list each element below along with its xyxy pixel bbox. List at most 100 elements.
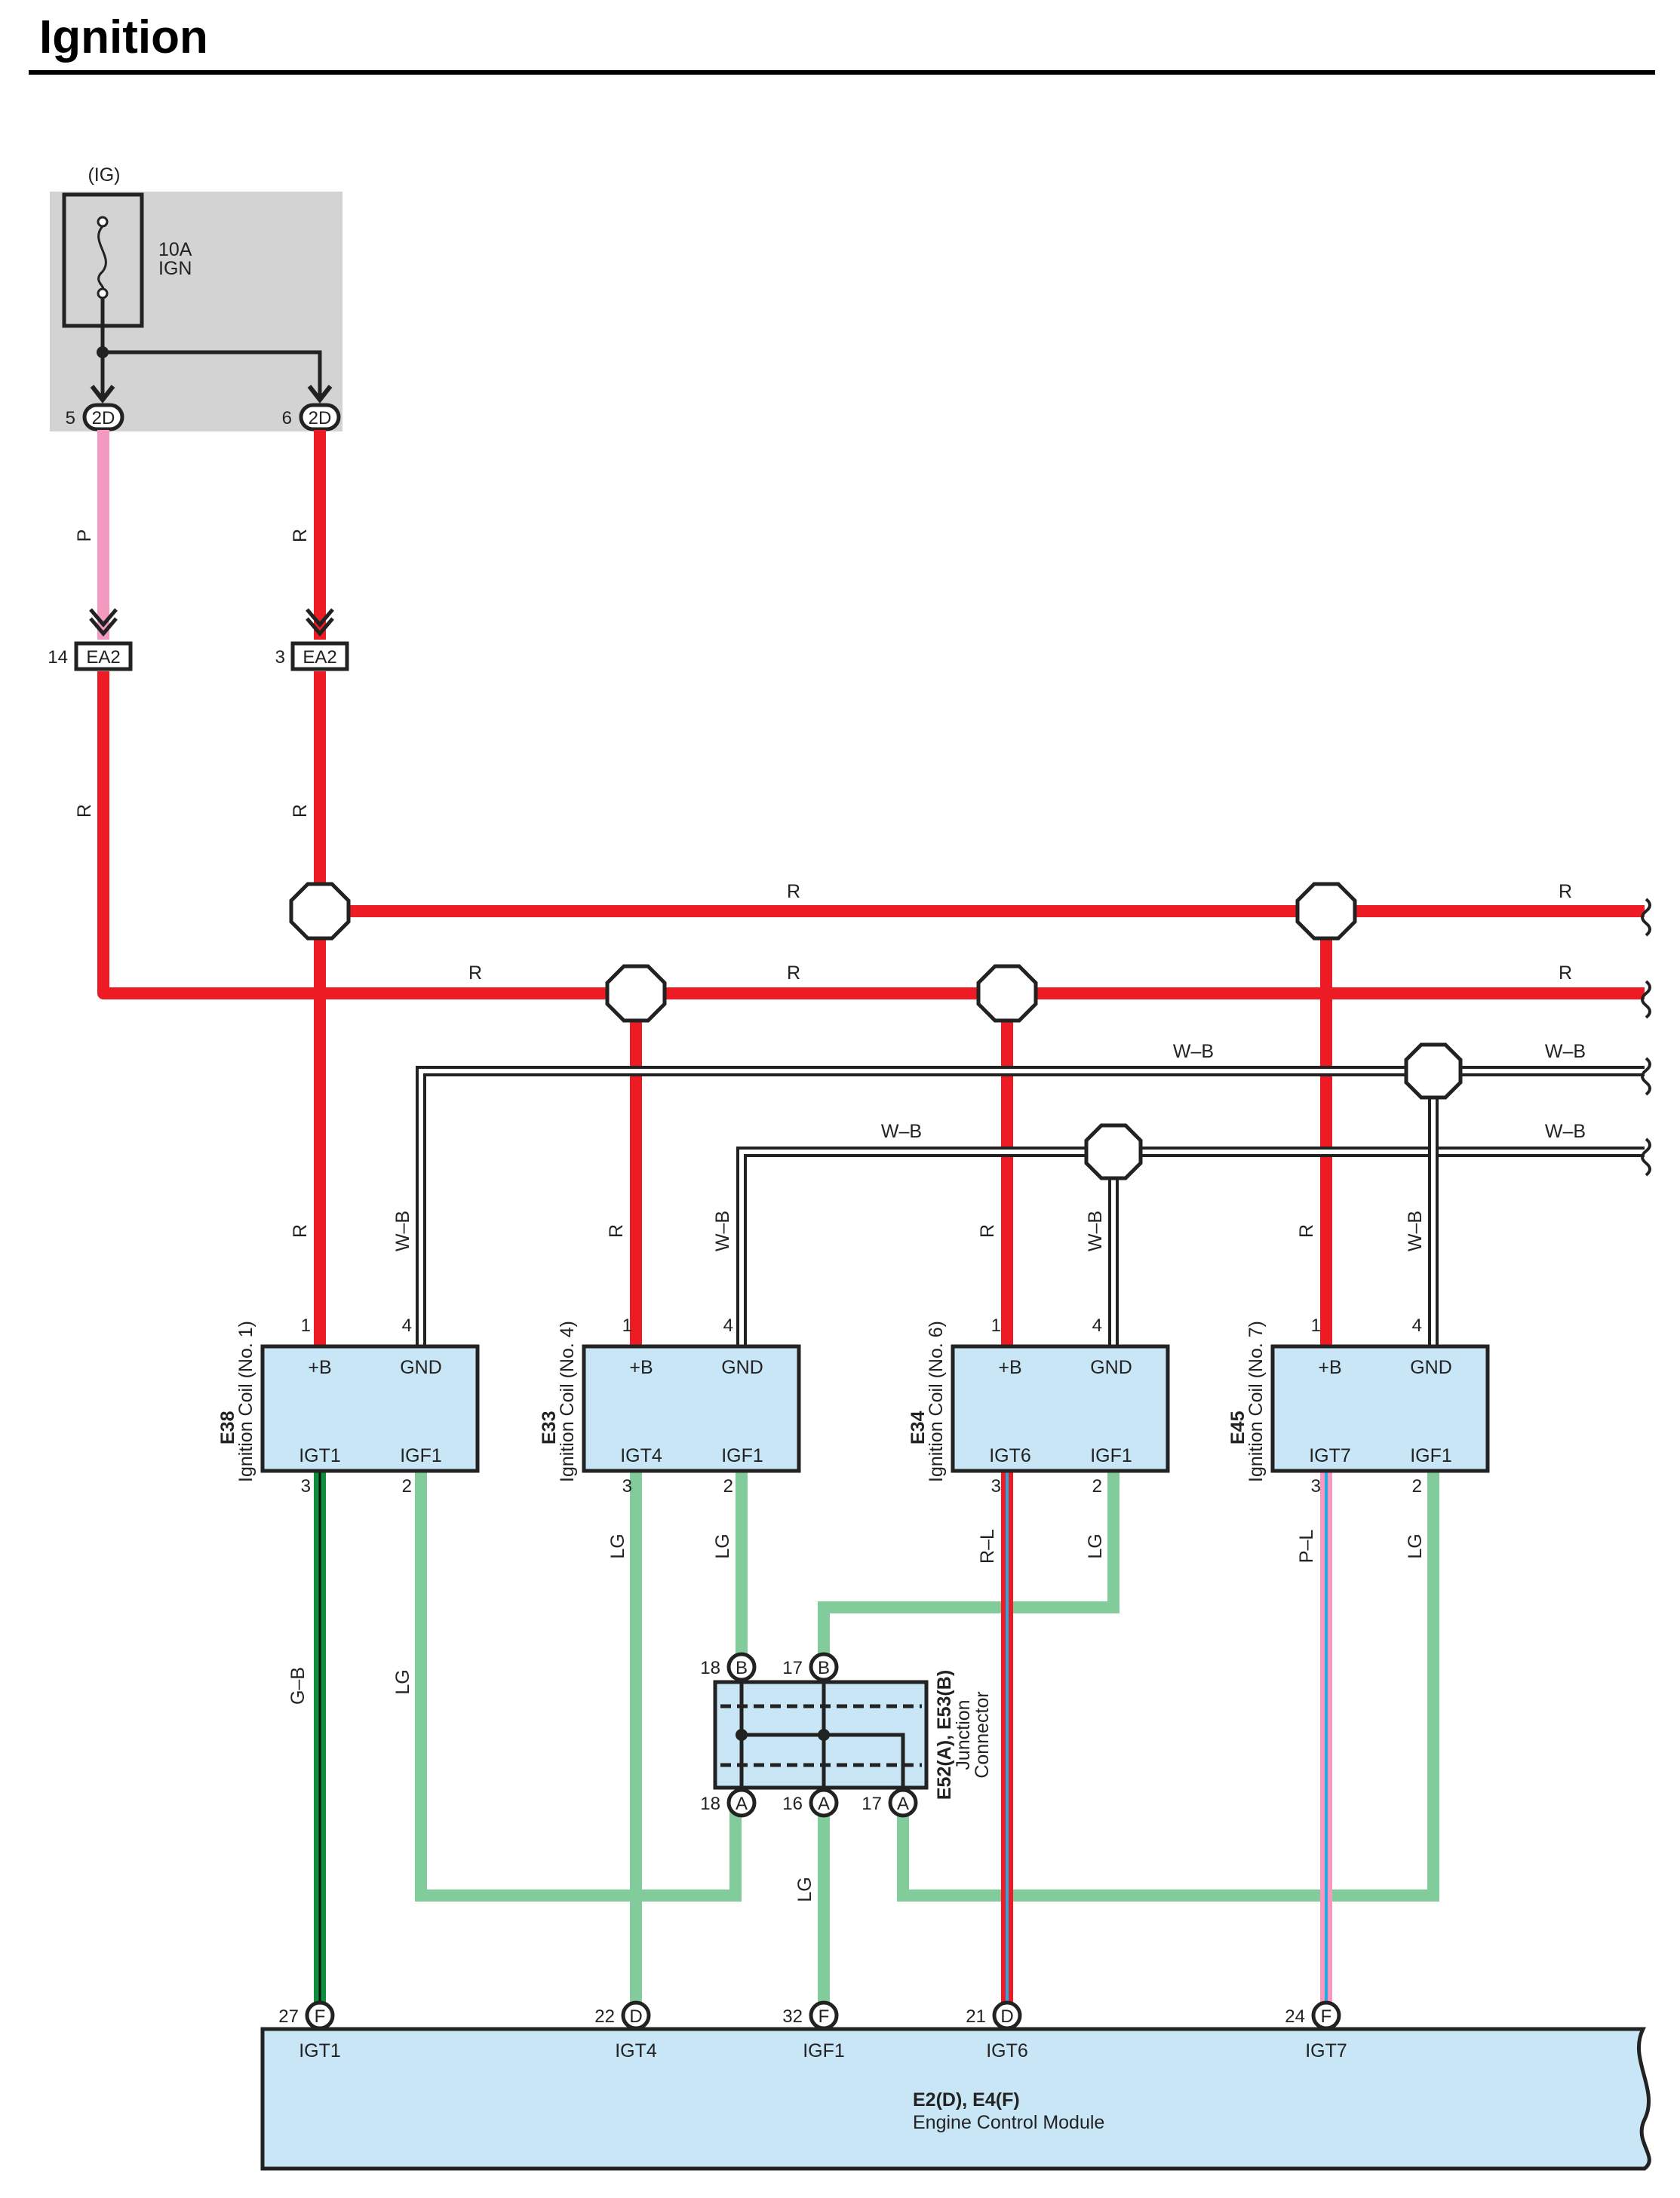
splice-point: [289, 882, 351, 941]
coil-terminal-label: +B: [308, 1357, 331, 1378]
svg-text:21: 21: [966, 2006, 986, 2027]
coil-terminal-label: GND: [1090, 1357, 1132, 1378]
coil-pin-number: 2: [402, 1476, 412, 1497]
svg-text:D: D: [1000, 2006, 1013, 2027]
svg-text:R: R: [74, 804, 95, 818]
svg-text:LG: LG: [1405, 1533, 1426, 1558]
svg-text:6: 6: [282, 408, 292, 428]
junction-pin: B 18: [700, 1652, 757, 1682]
svg-text:27: 27: [278, 2006, 299, 2027]
break-icon: [1641, 898, 1651, 1177]
coil-terminal-label: +B: [1318, 1357, 1341, 1378]
svg-text:R: R: [1559, 962, 1572, 984]
connector-ea2-14: EA2 14: [48, 641, 133, 671]
svg-text:W–B: W–B: [1545, 1041, 1586, 1062]
svg-text:B: B: [736, 1658, 748, 1678]
junction-name: Connector: [972, 1691, 993, 1778]
connector-2d-6: 2D 6: [282, 403, 341, 431]
svg-text:B: B: [818, 1658, 830, 1678]
coil-code: E34: [908, 1411, 929, 1444]
page-title: Ignition: [39, 11, 208, 63]
coil-name: Ignition Coil (No. 1): [235, 1321, 256, 1482]
svg-text:A: A: [818, 1794, 830, 1814]
wire-r: [97, 671, 1645, 999]
coil-pin-number: 4: [1092, 1315, 1102, 1336]
svg-text:P–L: P–L: [1296, 1530, 1317, 1564]
svg-text:22: 22: [594, 2006, 615, 2027]
coil-terminal-label: +B: [998, 1357, 1021, 1378]
fuse-name: IGN: [158, 258, 192, 279]
coil-terminal-label: +B: [629, 1357, 653, 1378]
coil-pin-number: 2: [723, 1476, 733, 1497]
svg-text:3: 3: [275, 647, 285, 668]
coil-pin-number: 4: [402, 1315, 412, 1336]
coil-terminal-label: IGT1: [299, 1445, 341, 1466]
coil-terminal-label: GND: [721, 1357, 763, 1378]
svg-text:R: R: [1296, 1224, 1317, 1238]
coil-terminal-label: GND: [400, 1357, 442, 1378]
coil-pin-number: 1: [1311, 1315, 1321, 1336]
svg-text:F: F: [315, 2006, 326, 2027]
splice-point: [976, 964, 1038, 1023]
fuse-box-label: (IG): [88, 164, 120, 186]
coil-code: E38: [217, 1411, 238, 1444]
fuse-box-background: [50, 192, 342, 431]
junction-pin: A 16: [782, 1788, 839, 1818]
svg-text:A: A: [897, 1794, 909, 1814]
svg-text:R: R: [977, 1224, 998, 1238]
svg-text:W–B: W–B: [1405, 1211, 1426, 1251]
coil-terminal-label: GND: [1410, 1357, 1452, 1378]
wire-label-p: P: [74, 530, 95, 542]
svg-text:24: 24: [1285, 2006, 1305, 2027]
svg-text:R: R: [606, 1224, 627, 1238]
ecm-pin-label: IGT7: [1305, 2040, 1347, 2061]
svg-text:EA2: EA2: [86, 647, 120, 668]
wire-lg: [415, 1471, 1439, 2015]
coil-code: E45: [1227, 1411, 1248, 1444]
fuse-rating: 10A: [158, 239, 192, 260]
coil-pin-number: 3: [622, 1476, 632, 1497]
coil-pin-number: 4: [723, 1315, 733, 1336]
coil-pin-number: 3: [1311, 1476, 1321, 1497]
ecm-name: Engine Control Module: [913, 2112, 1104, 2133]
ecm-pin-label: IGT1: [299, 2040, 341, 2061]
connector-ea2-3: EA2 3: [275, 641, 349, 671]
coil-name: Ignition Coil (No. 4): [557, 1321, 578, 1482]
connector-2d-5: 2D 5: [66, 403, 124, 431]
svg-text:F: F: [1321, 2006, 1332, 2027]
splice-points: [289, 882, 1463, 1180]
svg-text:R: R: [787, 881, 800, 902]
svg-text:LG: LG: [392, 1669, 413, 1694]
coil-terminal-label: IGT7: [1309, 1445, 1351, 1466]
ecm-pin-label: IGT4: [615, 2040, 657, 2061]
engine-control-module: E2(D), E4(F) Engine Control Module: [260, 2027, 1651, 2171]
junction-code: E52(A), E53(B): [934, 1670, 955, 1800]
coil-terminal-label: IGF1: [400, 1445, 442, 1466]
svg-text:R: R: [290, 1224, 311, 1238]
svg-text:W–B: W–B: [1545, 1121, 1586, 1142]
svg-text:R: R: [1559, 881, 1572, 902]
svg-text:R: R: [290, 804, 311, 818]
ecm-pin-label: IGF1: [803, 2040, 845, 2061]
svg-text:W–B: W–B: [712, 1211, 733, 1251]
svg-text:EA2: EA2: [303, 647, 336, 668]
coil-terminal-label: IGT4: [620, 1445, 662, 1466]
splice-point: [1295, 882, 1357, 941]
coil-pin-number: 3: [991, 1476, 1001, 1497]
junction-pin: A 17: [861, 1788, 918, 1818]
svg-text:W–B: W–B: [881, 1121, 922, 1142]
svg-text:LG: LG: [794, 1877, 815, 1902]
svg-text:R: R: [290, 529, 311, 542]
svg-text:17: 17: [861, 1794, 882, 1814]
fuse-box: (IG) 10A IGN 2D 5 2D 6: [50, 164, 342, 431]
svg-text:LG: LG: [1085, 1533, 1106, 1558]
svg-text:16: 16: [782, 1794, 803, 1814]
